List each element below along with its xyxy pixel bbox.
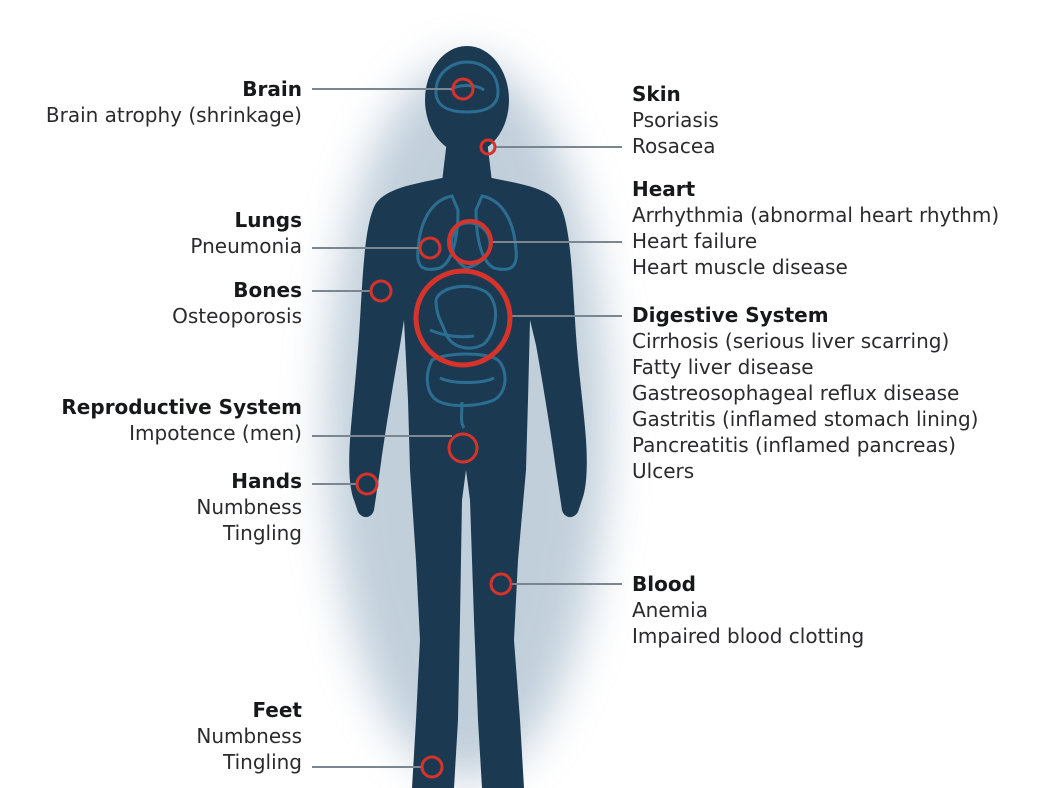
callout-item: Heart failure [632,228,999,254]
callout-item: Pneumonia [190,233,302,259]
callout-digestive: Digestive System Cirrhosis (serious live… [632,302,978,484]
callout-item: Osteoporosis [172,303,302,329]
callout-blood: Blood Anemia Impaired blood clotting [632,571,864,649]
callout-item: Anemia [632,597,864,623]
callout-title: Blood [632,571,864,597]
callout-item: Numbness [196,494,302,520]
callout-title: Skin [632,81,719,107]
callout-reproductive: Reproductive System Impotence (men) [61,394,302,446]
callout-title: Heart [632,176,999,202]
callout-title: Digestive System [632,302,978,328]
callout-hands: Hands Numbness Tingling [196,468,302,546]
callout-brain: Brain Brain atrophy (shrinkage) [46,76,302,128]
callout-title: Bones [172,277,302,303]
callout-skin: Skin Psoriasis Rosacea [632,81,719,159]
callout-heart: Heart Arrhythmia (abnormal heart rhythm)… [632,176,999,280]
callout-item: Ulcers [632,458,978,484]
callout-item: Gastritis (inflamed stomach lining) [632,406,978,432]
callout-item: Gastreosophageal reflux disease [632,380,978,406]
callout-item: Rosacea [632,133,719,159]
callout-item: Impaired blood clotting [632,623,864,649]
callout-item: Psoriasis [632,107,719,133]
callout-title: Lungs [190,207,302,233]
callout-item: Tingling [196,749,302,775]
callout-item: Fatty liver disease [632,354,978,380]
callout-item: Pancreatitis (inflamed pancreas) [632,432,978,458]
callout-item: Arrhythmia (abnormal heart rhythm) [632,202,999,228]
callout-lungs: Lungs Pneumonia [190,207,302,259]
callout-item: Numbness [196,723,302,749]
callout-item: Brain atrophy (shrinkage) [46,102,302,128]
callout-title: Hands [196,468,302,494]
callout-item: Tingling [196,520,302,546]
callout-item: Cirrhosis (serious liver scarring) [632,328,978,354]
callout-title: Reproductive System [61,394,302,420]
callout-item: Impotence (men) [61,420,302,446]
callout-bones: Bones Osteoporosis [172,277,302,329]
callout-title: Brain [46,76,302,102]
callout-item: Heart muscle disease [632,254,999,280]
callout-title: Feet [196,697,302,723]
callout-feet: Feet Numbness Tingling [196,697,302,775]
